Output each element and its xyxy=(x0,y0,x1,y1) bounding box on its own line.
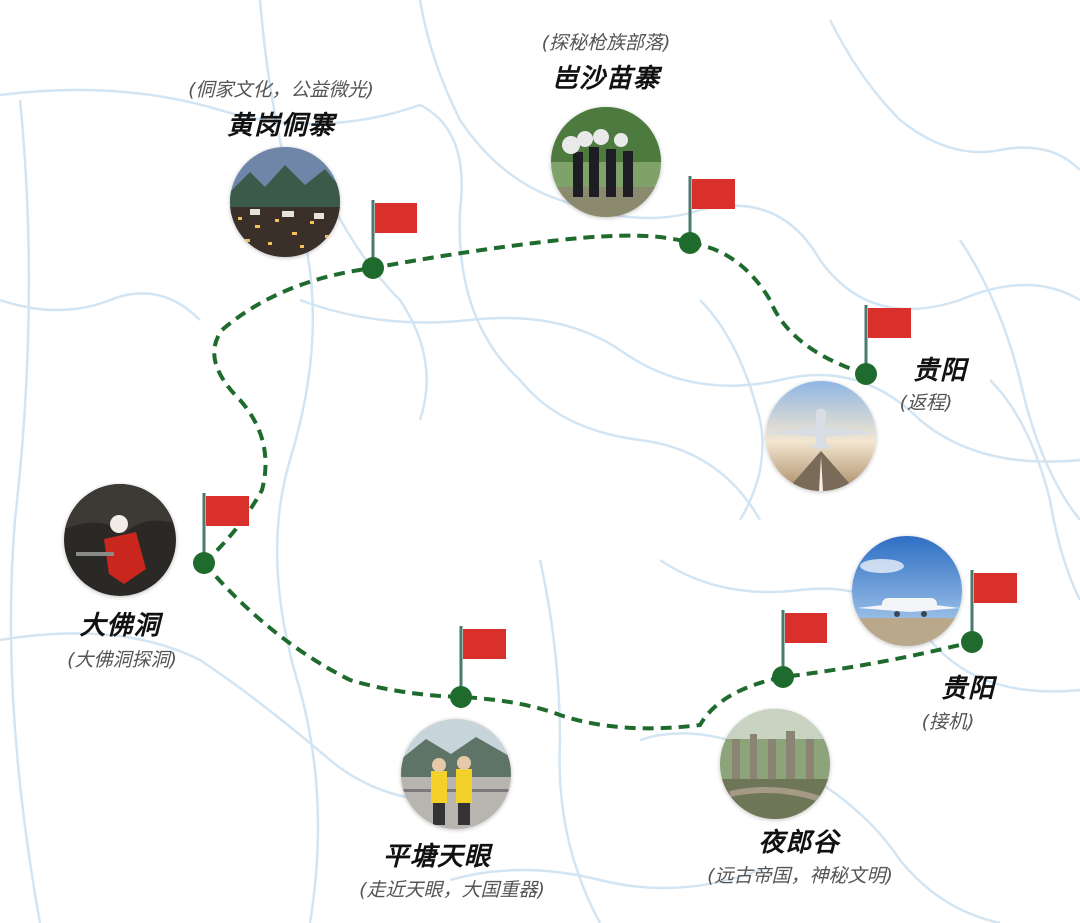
stop-subtitle-huanggang: (侗家文化，公益微光) xyxy=(188,79,374,101)
flag-basha xyxy=(679,176,735,254)
flag-guiyang-return xyxy=(855,305,911,385)
stop-subtitle-basha: (探秘枪族部落) xyxy=(541,32,671,54)
route-path xyxy=(202,233,867,565)
stop-subtitle-pingtang: (走近天眼，大国重器) xyxy=(359,879,545,901)
telescope-visitors-photo xyxy=(401,719,511,829)
cave-explorer-photo xyxy=(64,484,176,596)
stop-name-yelanggu: 夜郎谷 xyxy=(758,828,840,858)
flag-huanggang xyxy=(362,200,417,279)
stop-name-basha: 岜沙苗寨 xyxy=(551,64,661,94)
stop-subtitle-guiyang-return: (返程) xyxy=(899,392,953,414)
flag-yelanggu xyxy=(772,610,827,688)
airplane-takeoff-photo xyxy=(766,381,876,491)
stop-subtitle-guiyang-arrive: (接机) xyxy=(921,711,975,733)
stop-name-pingtang: 平塘天眼 xyxy=(382,842,492,872)
stop-name-guiyang-arrive: 贵阳 xyxy=(940,674,996,704)
miao-tribe-photo xyxy=(551,107,661,217)
stop-subtitle-yelanggu: (远古帝国，神秘文明) xyxy=(707,865,893,887)
stop-name-dafodong: 大佛洞 xyxy=(79,611,161,641)
flag-pingtang xyxy=(450,626,506,708)
route-path-south xyxy=(202,561,973,731)
flag-dafodong xyxy=(193,493,249,574)
stop-subtitle-dafodong: (大佛洞探洞) xyxy=(67,649,177,671)
airplane-runway-photo xyxy=(852,536,962,646)
stop-name-huanggang: 黄岗侗寨 xyxy=(226,111,336,141)
flag-guiyang-arrive xyxy=(961,570,1017,653)
village-photo xyxy=(230,147,340,257)
stone-valley-photo xyxy=(720,709,830,819)
stop-name-guiyang-return: 贵阳 xyxy=(912,356,968,386)
